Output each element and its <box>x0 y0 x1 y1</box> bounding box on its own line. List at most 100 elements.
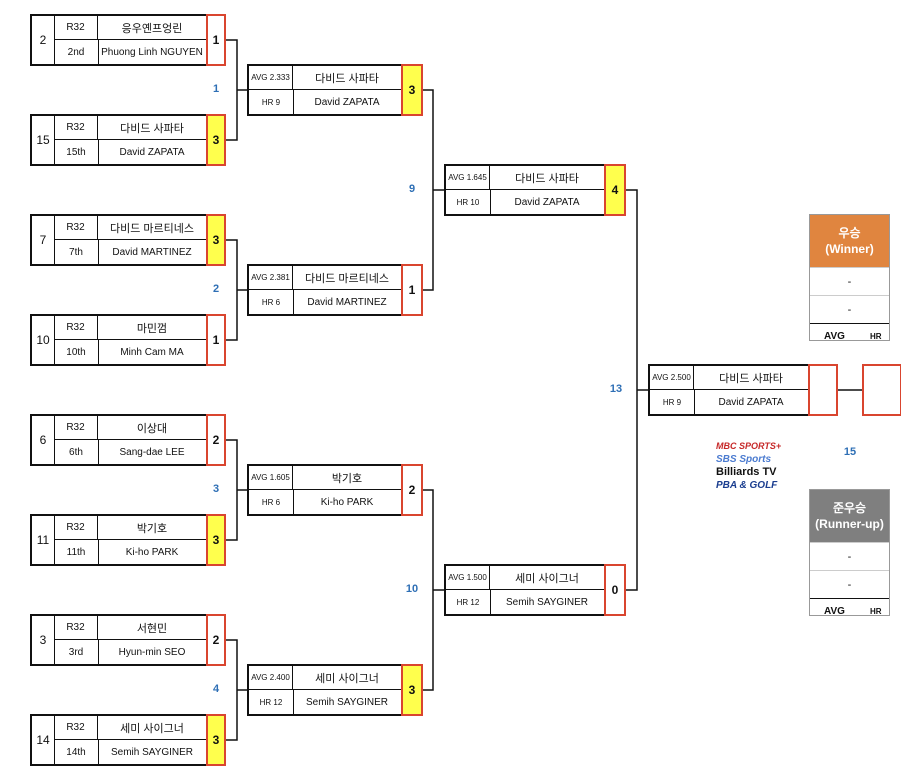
player-name-korean: 다비드 사파타 <box>490 166 604 190</box>
match-number: 13 <box>609 383 623 395</box>
match-number: 10 <box>405 583 419 595</box>
round3-player: AVG 1.500 HR 12 세미 사이그너 Semih SAYGINER <box>444 564 606 616</box>
player-name-korean: 마민껌 <box>98 316 206 340</box>
rank-label: 11th <box>54 540 99 564</box>
rank-label: 3rd <box>54 640 99 664</box>
billiards-tv-logo: Billiards TV <box>716 466 777 478</box>
round3-player: AVG 1.645 HR 10 다비드 사파타 David ZAPATA <box>444 164 606 216</box>
player-name-korean: 박기호 <box>98 516 206 540</box>
seed: 2 <box>32 16 55 64</box>
average-label: AVG 2.381 <box>249 266 293 290</box>
runner-up-subtitle: (Runner-up) <box>815 517 884 531</box>
score-cell: 0 <box>604 564 626 616</box>
round2-player: AVG 2.333 HR 9 다비드 사파타 David ZAPATA <box>247 64 403 116</box>
score-cell: 1 <box>206 314 226 366</box>
seed: 10 <box>32 316 55 364</box>
player-name-korean: 다비드 사파타 <box>98 116 206 140</box>
winner-panel: 우승 (Winner) - - AVG HR <box>809 214 890 342</box>
match-number: 3 <box>212 483 220 495</box>
high-run-label: HR 12 <box>446 590 491 614</box>
player-name-english: Minh Cam MA <box>120 346 184 358</box>
player-name-english: Phuong Linh NGUYEN <box>101 46 203 58</box>
match-number: 2 <box>212 283 220 295</box>
player-name-korean: 세미 사이그너 <box>293 666 401 690</box>
sbs-sports-logo: SBS Sports <box>716 454 772 465</box>
player-name-english: Sang-dae LEE <box>119 446 185 458</box>
winner-line-2: - <box>810 295 889 323</box>
score-cell: 3 <box>206 214 226 266</box>
round1-player-3: 3 R32 3rd 서현민 Hyun-min SEO <box>30 614 208 666</box>
round1-player-11: 11 R32 11th 박기호 Ki-ho PARK <box>30 514 208 566</box>
high-run-label: HR 12 <box>249 690 294 714</box>
round1-player-7: 7 R32 7th 다비드 마르티네스 David MARTINEZ <box>30 214 208 266</box>
score-cell <box>808 364 838 416</box>
winner-line-1: - <box>810 267 889 295</box>
high-run-label: HR 9 <box>650 390 695 414</box>
match-number: 4 <box>212 683 220 695</box>
winner-title: 우승 <box>838 226 861 240</box>
round1-player-15: 15 R32 15th 다비드 사파타 David ZAPATA <box>30 114 208 166</box>
average-label: AVG 2.333 <box>249 66 293 90</box>
runner-up-avg-label: AVG <box>824 605 845 617</box>
player-name-english: David MARTINEZ <box>307 296 387 308</box>
high-run-label: HR 10 <box>446 190 491 214</box>
runner-up-header: 준우승 (Runner-up) <box>810 490 889 542</box>
score-cell: 2 <box>206 614 226 666</box>
round-label: R32 <box>54 116 98 140</box>
player-name-english: David ZAPATA <box>514 196 580 208</box>
player-name-korean: 다비드 마르티네스 <box>293 266 401 290</box>
opponent-score-cell <box>862 364 901 416</box>
round4-player: AVG 2.500 HR 9 다비드 사파타 David ZAPATA <box>648 364 810 416</box>
rank-label: 2nd <box>54 40 99 64</box>
match-number: 9 <box>408 183 416 195</box>
mbc-sports-logo: MBC SPORTS+ <box>716 441 782 451</box>
match-number: 15 <box>843 446 857 458</box>
player-name-english: David MARTINEZ <box>112 246 192 258</box>
player-name-english: Semih SAYGINER <box>505 596 589 608</box>
round-label: R32 <box>54 416 98 440</box>
player-name-korean: 다비드 사파타 <box>293 66 401 90</box>
round1-player-14: 14 R32 14th 세미 사이그너 Semih SAYGINER <box>30 714 208 766</box>
round-label: R32 <box>54 16 98 40</box>
score-cell: 2 <box>206 414 226 466</box>
round-label: R32 <box>54 616 98 640</box>
seed: 11 <box>32 516 55 564</box>
score-cell: 1 <box>401 264 423 316</box>
average-label: AVG 2.400 <box>249 666 293 690</box>
runner-up-stats: AVG HR <box>810 598 889 623</box>
player-name-korean: 박기호 <box>293 466 401 490</box>
score-cell: 3 <box>401 64 423 116</box>
player-name-korean: 다비드 사파타 <box>694 366 808 390</box>
player-name-english: Hyun-min SEO <box>118 646 186 658</box>
seed: 3 <box>32 616 55 664</box>
runner-up-hr-label: HR <box>870 606 882 616</box>
player-name-english: David ZAPATA <box>314 96 380 108</box>
player-name-english: Semih SAYGINER <box>110 746 194 758</box>
runner-up-line-2: - <box>810 570 889 598</box>
score-cell: 1 <box>206 14 226 66</box>
high-run-label: HR 6 <box>249 290 294 314</box>
rank-label: 7th <box>54 240 99 264</box>
match-number: 1 <box>212 83 220 95</box>
player-name-english: Ki-ho PARK <box>320 496 374 508</box>
winner-subtitle: (Winner) <box>825 242 874 256</box>
winner-stats: AVG HR <box>810 323 889 348</box>
rank-label: 6th <box>54 440 99 464</box>
score-cell: 3 <box>401 664 423 716</box>
round2-player: AVG 2.381 HR 6 다비드 마르티네스 David MARTINEZ <box>247 264 403 316</box>
pba-golf-logo: PBA & GOLF <box>716 480 778 491</box>
seed: 6 <box>32 416 55 464</box>
score-cell: 3 <box>206 114 226 166</box>
player-name-english: Semih SAYGINER <box>305 696 389 708</box>
runner-up-title: 준우승 <box>832 501 867 515</box>
round2-player: AVG 2.400 HR 12 세미 사이그너 Semih SAYGINER <box>247 664 403 716</box>
player-name-korean: 세미 사이그너 <box>98 716 206 740</box>
player-name-korean: 서현민 <box>98 616 206 640</box>
seed: 14 <box>32 716 55 764</box>
round-label: R32 <box>54 716 98 740</box>
score-cell: 4 <box>604 164 626 216</box>
high-run-label: HR 6 <box>249 490 294 514</box>
average-label: AVG 1.645 <box>446 166 490 190</box>
round1-player-10: 10 R32 10th 마민껌 Minh Cam MA <box>30 314 208 366</box>
runner-up-line-1: - <box>810 542 889 570</box>
